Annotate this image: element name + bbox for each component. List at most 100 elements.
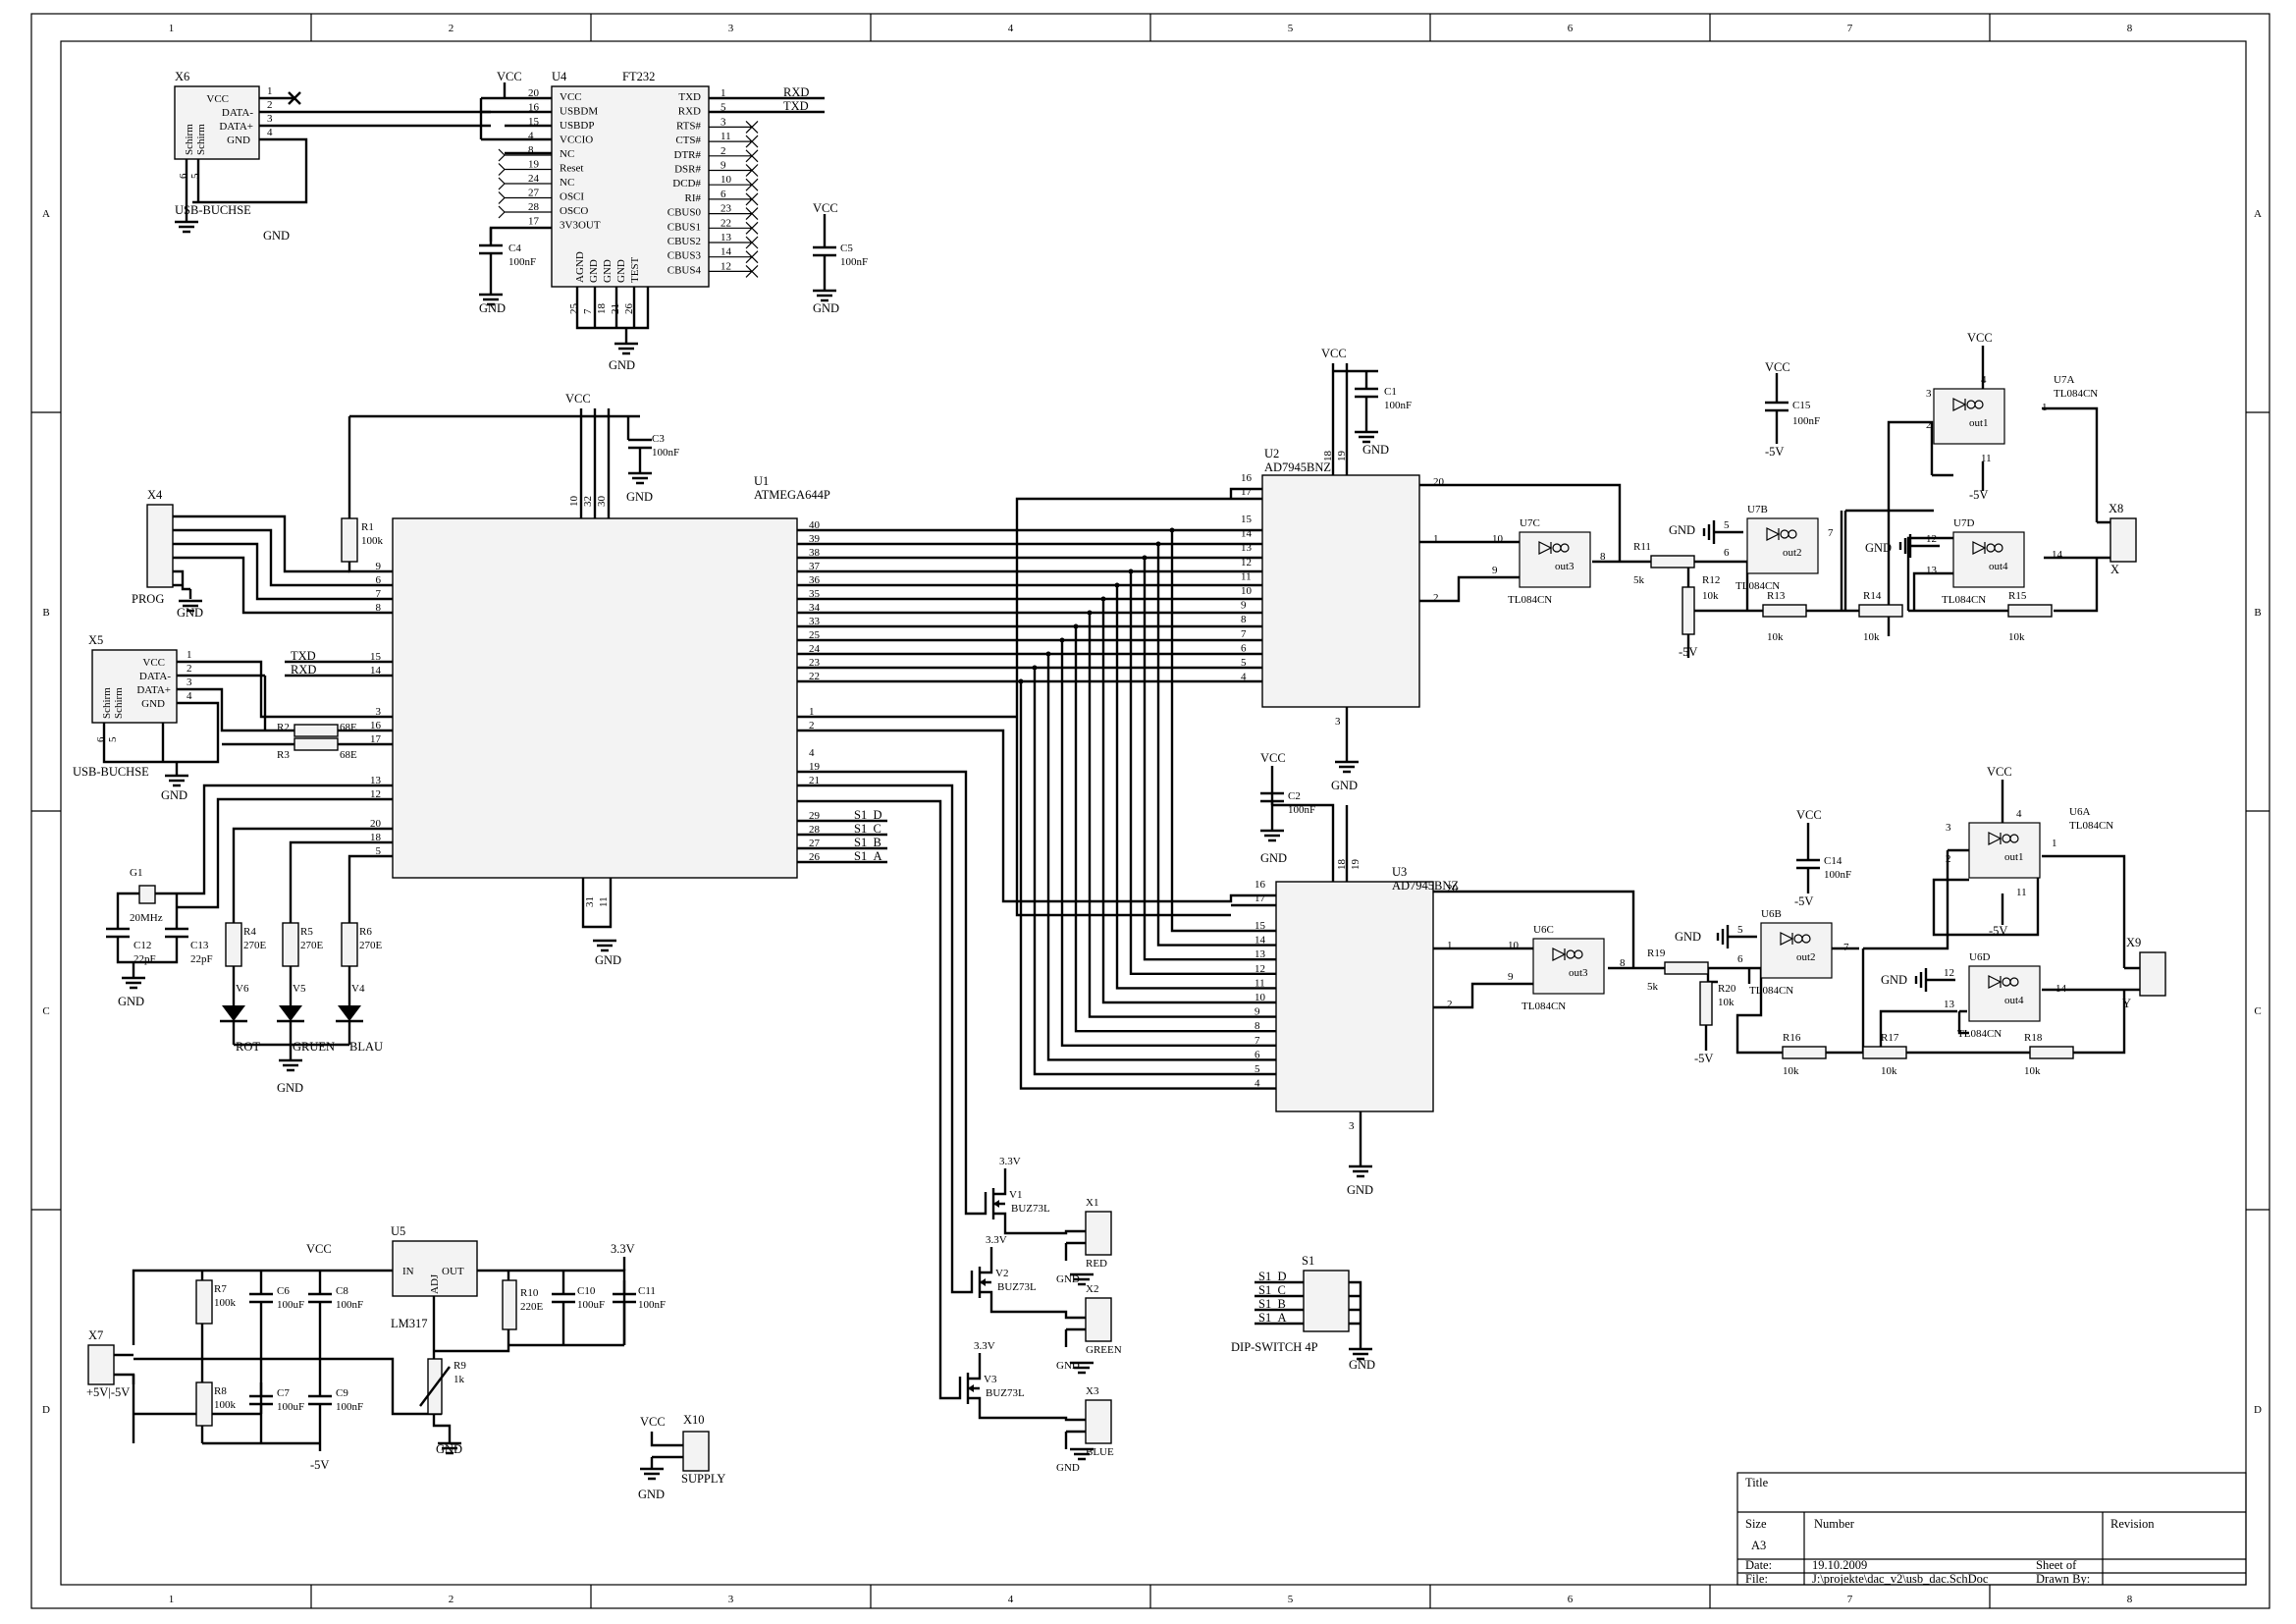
u6a-pin-num: 1 <box>2052 838 2057 849</box>
x6-n5: 5 <box>189 173 201 179</box>
r15-ref: R15 <box>2008 590 2027 602</box>
r15-val: 10k <box>2008 631 2025 643</box>
x6-pin-vcc: VCC <box>206 93 229 105</box>
fet-3v3: 3.3V <box>999 1156 1021 1167</box>
gnd-symbol <box>438 1441 461 1455</box>
u7b-part: TL084CN <box>1735 580 1780 592</box>
r2-ref: R2 <box>277 722 290 733</box>
u4-pin-num: 1 <box>721 87 726 99</box>
u4-nc-pin <box>709 135 759 148</box>
u6d-pin-num: 13 <box>1944 999 1955 1010</box>
x5-name: USB-BUCHSE <box>73 765 149 779</box>
col-label-top: 1 <box>169 23 175 34</box>
u4-bottom-num: 7 <box>582 308 594 314</box>
gnd-symbol <box>1070 1447 1094 1461</box>
u3-t18: 18 <box>1336 859 1348 871</box>
row-label-left: C <box>42 1005 49 1017</box>
u1-pin-num: 14 <box>370 665 382 677</box>
bus-wires <box>797 487 1276 1090</box>
u4-pin-num: 5 <box>721 102 726 114</box>
c6-ref: C6 <box>277 1285 290 1297</box>
u4-pin-num: 8 <box>528 144 534 156</box>
x-output-stage: R11 5k R12 10k -5V R13 10k R14 10k R15 1… <box>1419 331 2137 659</box>
u4-pin-num: 10 <box>721 174 732 186</box>
u6d-part: TL084CN <box>1957 1028 2002 1040</box>
u1-pin-num: 26 <box>809 851 821 863</box>
x6-ref: X6 <box>175 70 189 83</box>
r16-ref: R16 <box>1783 1032 1801 1044</box>
c15-ref: C15 <box>1792 400 1811 411</box>
u2-ref: U2 <box>1264 447 1279 460</box>
led-gruen: GRUEN <box>293 1040 335 1054</box>
out-connector <box>1085 1211 1112 1256</box>
u1-vcc: VCC <box>565 392 591 406</box>
u1-pin-num: 36 <box>809 574 821 586</box>
u6b-pin-num: 6 <box>1737 953 1743 965</box>
s1-net-b: S1_B <box>1258 1297 1286 1311</box>
bus-junction <box>1087 610 1093 616</box>
u1-txd-net: TXD <box>291 649 316 663</box>
power-supply: U5 IN OUT ADJ LM317 R7 100k R8 100k C6 1… <box>86 1224 725 1501</box>
c10-val: 100uF <box>577 1299 605 1311</box>
u2-pin-num: 10 <box>1241 585 1253 597</box>
u1-pin-num: 19 <box>809 761 821 773</box>
u3-vcc: VCC <box>1260 751 1286 765</box>
r12-ref: R12 <box>1702 574 1720 586</box>
u4-bottom-label: AGND <box>574 251 586 283</box>
fet-part: BUZ73L <box>997 1281 1037 1293</box>
row-label-left: A <box>42 208 50 220</box>
x9-ref: X9 <box>2126 936 2141 949</box>
bus-junction <box>1155 541 1161 547</box>
u4-pin-label: RTS# <box>676 120 702 132</box>
u7c-out: out3 <box>1555 561 1575 572</box>
col-label-top: 5 <box>1288 23 1294 34</box>
c4-val: 100nF <box>508 256 536 268</box>
gnd-symbol <box>1349 1347 1372 1361</box>
inner-border <box>60 40 2247 1586</box>
u1-pin-num: 24 <box>809 643 821 655</box>
u4-gnd: GND <box>609 358 635 372</box>
u6b-glyph <box>1780 932 1811 946</box>
r1-val: 100k <box>361 535 384 547</box>
u4-pin-num: 24 <box>528 173 540 185</box>
u4-pin-num: 20 <box>528 87 540 99</box>
col-label-bottom: 3 <box>728 1594 734 1605</box>
u7a-glyph <box>1952 398 1984 411</box>
x5-pin-gnd: GND <box>141 698 165 710</box>
gnd-symbol <box>279 1058 302 1072</box>
fet-3v3: 3.3V <box>974 1340 995 1352</box>
u1-pin-num: 13 <box>370 775 382 786</box>
r3-ref: R3 <box>277 749 290 761</box>
u7a-pin-num: 1 <box>2042 402 2048 413</box>
u1-s1b: S1_B <box>854 836 881 849</box>
u1-pin-num: 12 <box>370 788 381 800</box>
x10-vcc: VCC <box>640 1415 666 1429</box>
c15-val: 100nF <box>1792 415 1820 427</box>
x5-n2: 2 <box>187 663 192 675</box>
u4-pin-num: 17 <box>528 216 540 228</box>
u1-s1d: S1_D <box>854 808 881 822</box>
u1-pin-num: 28 <box>809 824 821 836</box>
u1-t10: 10 <box>568 496 580 508</box>
col-label-bottom: 4 <box>1008 1594 1014 1605</box>
col-label-bottom: 5 <box>1288 1594 1294 1605</box>
u3-pin-num: 10 <box>1255 992 1266 1003</box>
col-label-bottom: 6 <box>1568 1594 1574 1605</box>
x5-n1: 1 <box>187 649 192 661</box>
bus-junction <box>1073 623 1079 629</box>
fet-part: BUZ73L <box>1011 1203 1050 1215</box>
u4-bottom-num: 18 <box>596 303 608 315</box>
u4-pin-num: 19 <box>528 159 540 171</box>
r4-ref: R4 <box>243 926 256 938</box>
u6a-neg5: -5V <box>1989 924 2007 938</box>
u7b-out: out2 <box>1783 547 1802 559</box>
u2-pin-num: 6 <box>1241 642 1247 654</box>
u4-bottom-num: 25 <box>568 303 580 315</box>
c3-val: 100nF <box>652 447 679 459</box>
u4-pin-label: RI# <box>685 192 702 204</box>
u7b-pin-num: 5 <box>1724 519 1730 531</box>
